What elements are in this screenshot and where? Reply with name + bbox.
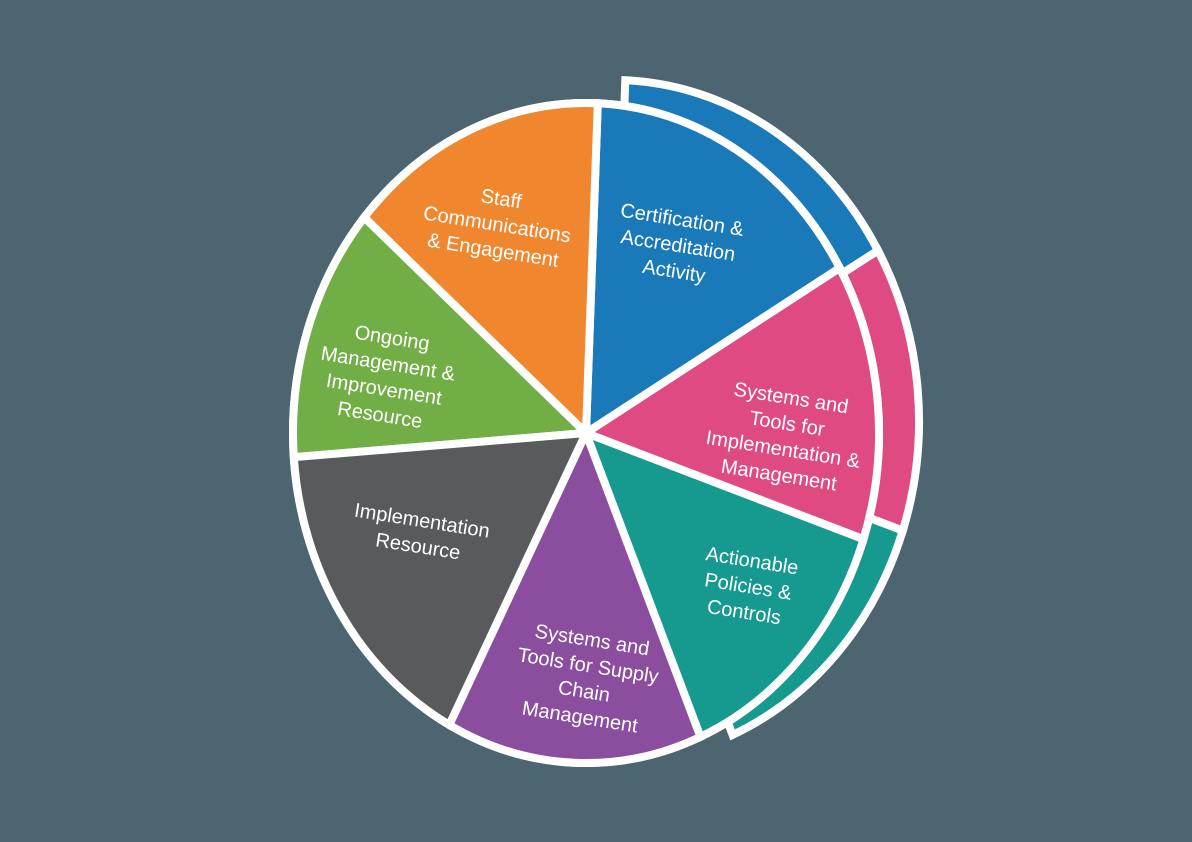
slice-staff-communications-engagement: [358, 99, 602, 443]
slice-implementation-resource: [289, 428, 593, 731]
main-pie-layer: [289, 99, 883, 768]
slice-ongoing-management-improvement-resource: [289, 211, 596, 462]
slice-systems-tools-supply-chain-management: [444, 422, 706, 768]
slice-certification-accreditation-activity: [581, 99, 845, 441]
slice-actionable-policies-controls: [579, 426, 869, 743]
slice-systems-tools-implementation-management: [577, 262, 883, 545]
